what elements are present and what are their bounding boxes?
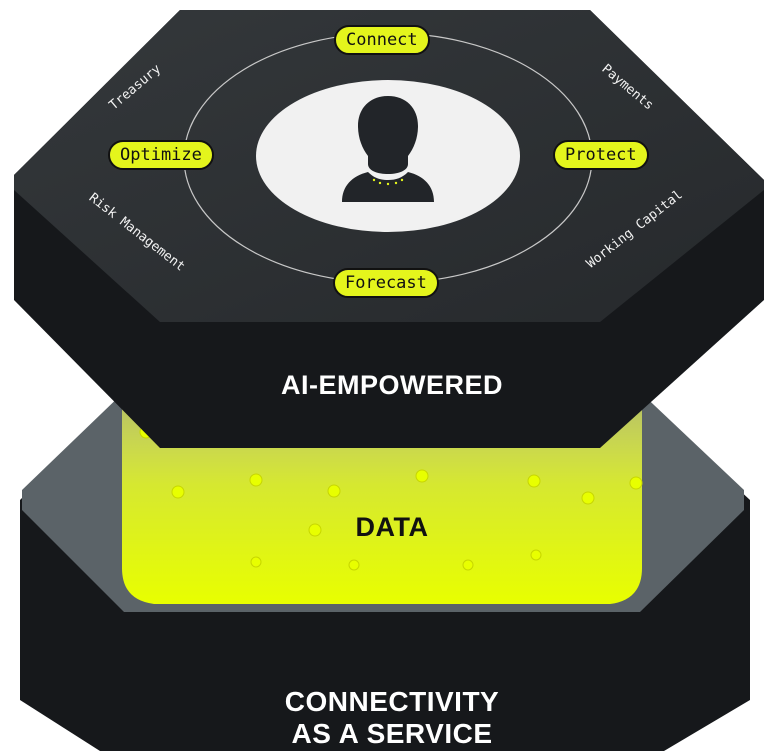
connect-pill: Connect	[334, 25, 430, 55]
data-dot	[527, 474, 541, 488]
data-dot	[530, 549, 542, 561]
data-dot	[462, 559, 474, 571]
layer-title-connectivity: CONNECTIVITY AS A SERVICE	[212, 686, 572, 750]
data-dot	[308, 523, 322, 537]
data-dot	[581, 491, 595, 505]
layer-title-data: DATA	[355, 512, 429, 542]
protect-pill: Protect	[553, 140, 649, 170]
data-dot	[415, 469, 429, 483]
connectivity-line-2: AS A SERVICE	[291, 718, 493, 749]
optimize-pill: Optimize	[108, 140, 214, 170]
connectivity-line-1: CONNECTIVITY	[284, 686, 500, 717]
data-dot	[171, 485, 185, 499]
person-icon	[342, 96, 434, 202]
data-dot	[250, 556, 262, 568]
forecast-pill: Forecast	[333, 268, 439, 298]
data-dot	[327, 484, 341, 498]
data-dot	[629, 476, 643, 490]
layer-title-ai: AI-EMPOWERED	[281, 370, 503, 400]
data-dot	[249, 473, 263, 487]
data-dot	[348, 559, 360, 571]
